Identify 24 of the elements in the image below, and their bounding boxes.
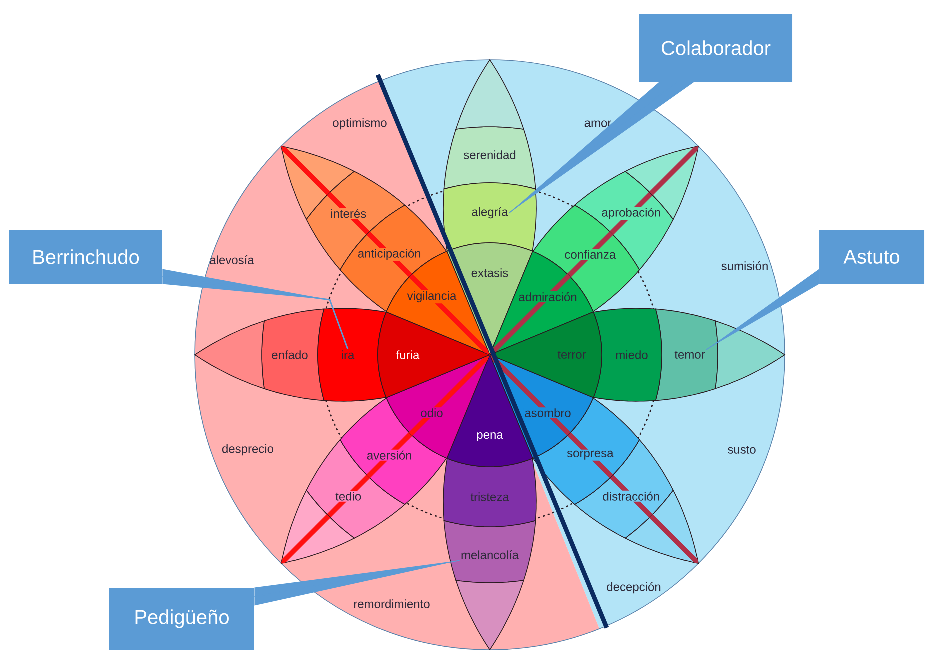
callout-box: Berrinchudo: [10, 230, 162, 284]
sector-label: sumisión: [722, 262, 768, 270]
sector-label: desprecio: [222, 444, 274, 456]
callout-pointer: [509, 82, 694, 214]
petal-segment: temor: [655, 308, 786, 402]
petal-segment: ira: [318, 308, 387, 402]
petal-segment: enfado: [194, 308, 325, 402]
sector-label: susto: [728, 446, 756, 454]
petal-segment: alegría: [443, 182, 537, 252]
sector-label: optimismo: [333, 118, 387, 130]
petal-segment: serenidad: [444, 59, 536, 190]
callout-pointer: [162, 269, 349, 350]
petal-segment: miedo: [593, 308, 662, 402]
sector-label: alevosía: [210, 256, 254, 264]
sector-label: remordimiento: [354, 600, 430, 608]
callout-pointer: [706, 269, 820, 350]
callout-box: Colaborador: [640, 14, 793, 82]
sector-label: amor: [584, 120, 612, 128]
sector-label: decepción: [607, 582, 661, 594]
callout-pointer: [254, 560, 460, 606]
callout-box: Pedigüeño: [110, 588, 254, 650]
petal-segment: tristeza: [443, 458, 537, 528]
callout-box: Astuto: [820, 230, 925, 284]
petal-segment: melancolía: [444, 520, 536, 650]
